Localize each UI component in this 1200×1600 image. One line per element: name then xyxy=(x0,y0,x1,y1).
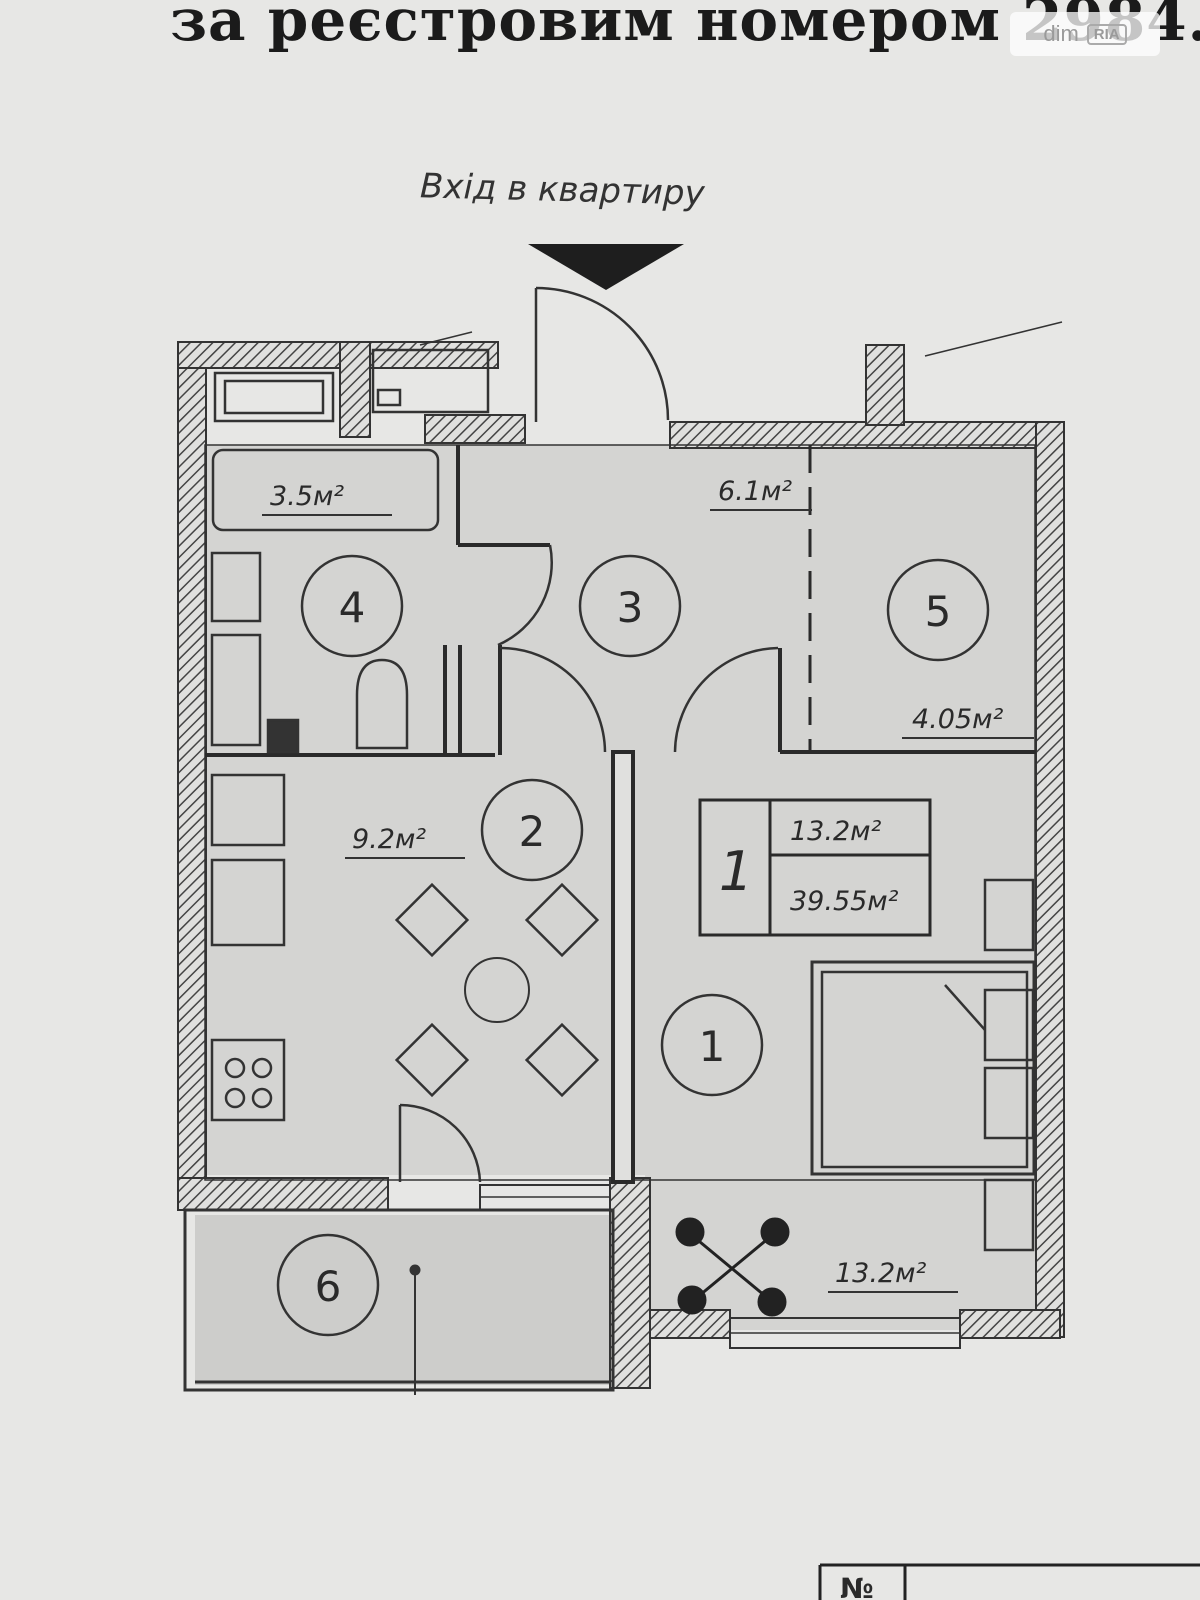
table-header-number: № xyxy=(840,1572,874,1600)
floor-fill-room-1 xyxy=(645,750,1035,1330)
interior-walls xyxy=(205,445,1036,1184)
summary-living-area: 13.2м² xyxy=(790,816,881,847)
watermark-brand: dim xyxy=(1043,21,1079,46)
room-2-number: 2 xyxy=(519,807,546,856)
room-5-area: 4.05м² xyxy=(912,704,1003,735)
summary-table xyxy=(698,798,932,937)
room-5-number: 5 xyxy=(925,587,952,636)
room-4-number: 4 xyxy=(339,583,366,632)
room-1-area: 13.2м² xyxy=(835,1258,926,1289)
summary-total-area: 39.55м² xyxy=(790,886,899,917)
exterior-walls xyxy=(177,341,1065,1389)
floor-fill-balcony xyxy=(195,1215,610,1385)
room-2-area: 9.2м² xyxy=(352,824,426,855)
watermark-badge: RIA xyxy=(1086,23,1127,45)
room-3-area: 6.1м² xyxy=(718,476,792,507)
room-4-area: 3.5м² xyxy=(270,481,344,512)
fixtures xyxy=(210,321,1063,1252)
room-1-number: 1 xyxy=(699,1022,726,1071)
room-6-number: 6 xyxy=(315,1262,342,1311)
plant-icon xyxy=(675,1217,790,1317)
bottom-table-fragment xyxy=(818,1563,1200,1600)
room-markers xyxy=(276,554,990,1337)
summary-rooms-count: 1 xyxy=(719,840,753,903)
entry-arrow-icon xyxy=(528,244,684,290)
room-3-number: 3 xyxy=(617,583,644,632)
doors xyxy=(398,286,779,1183)
watermark: dim RIA xyxy=(1010,12,1160,56)
